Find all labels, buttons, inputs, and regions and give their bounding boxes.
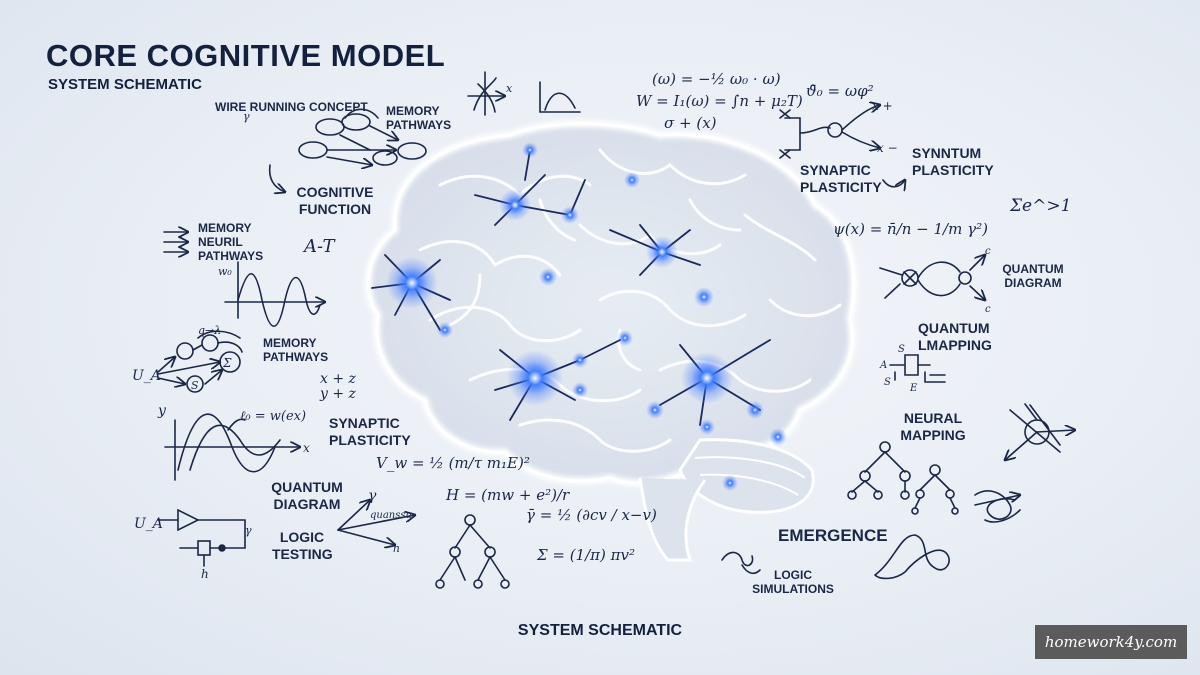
s-node-text: S <box>191 379 199 392</box>
watermark: homework4y.com <box>1035 625 1187 659</box>
formula-8: ℓ₀ = w(ex) <box>240 409 307 424</box>
x-minus-text: x − <box>877 141 898 155</box>
quantum-lmapping-label: QUANTUM LMAPPING <box>918 320 992 353</box>
s-s-text: S <box>898 344 905 355</box>
e-box-text: E <box>909 383 918 394</box>
synaptic-plasticity-left-label: SYNAPTIC PLASTICITY <box>329 415 411 448</box>
formula-4: ϑ̄₀ = ωφ² <box>806 82 874 100</box>
left-sketches <box>157 71 581 589</box>
formula-3: σ + (x) <box>664 114 717 132</box>
w0-text: w₀ <box>218 265 232 278</box>
x-plus-text: x + <box>872 99 893 113</box>
diagram-letters: U_A U_A Σ S q→λ y x w₀ x + x − γ quanssu… <box>132 82 991 581</box>
wire-running-concept-label: WIRE RUNNING CONCEPT <box>215 100 368 114</box>
footer-caption: SYSTEM SCHEMATIC <box>517 622 683 639</box>
brain-illustration <box>364 120 858 562</box>
cognitive-function-label: COGNITIVE FUNCTION <box>296 184 374 217</box>
emergence-label: EMERGENCE <box>778 526 888 545</box>
gamma-text: γ <box>368 488 377 504</box>
logic-testing-label: LOGIC TESTING <box>272 529 333 562</box>
memory-pathways-mid-label: MEMORY PATHWAYS <box>263 336 329 364</box>
gamma-small: γ <box>243 110 250 123</box>
memory-pathways-top-label: MEMORY PATHWAYS <box>386 104 452 132</box>
a-s-text: A <box>879 360 887 371</box>
ua-bottom-text: U_A <box>134 516 163 532</box>
page-subtitle: SYSTEM SCHEMATIC <box>48 76 202 93</box>
brain-stem <box>638 477 707 562</box>
synaptic-plasticity-right-label: SYNAPTIC PLASTICITY <box>800 162 882 195</box>
quantum-diagram-right-label: QUANTUM DIAGRAM <box>1002 262 1064 290</box>
h-box-text: h <box>201 567 209 581</box>
c-bot-text: c <box>985 304 991 315</box>
neural-mapping-label: NEURAL MAPPING <box>900 410 966 443</box>
formula-5: Σe^>1 <box>1010 196 1072 216</box>
right-sketches <box>721 105 1075 580</box>
gamma-circuit: γ <box>245 524 252 537</box>
formula-7: x + z y + z <box>320 371 356 402</box>
a-t-label: A-T <box>304 236 335 257</box>
formula-12: Σ = (1/π) πv² <box>537 546 635 564</box>
cerebellum <box>678 438 815 514</box>
formula-2: W = I₁(ω) = ∫n + μ₂T) <box>636 92 803 110</box>
logic-simulations-label: LOGIC SIMULATIONS <box>752 568 834 596</box>
y-axis-text: y <box>157 403 167 419</box>
h-small-text: h <box>393 542 400 555</box>
formula-1: (ω) = −½ ω₀ · ω) <box>652 70 781 88</box>
page-title: CORE COGNITIVE MODEL <box>46 38 446 73</box>
memory-neuril-pathways-label: MEMORY NEURIL PATHWAYS <box>198 221 264 263</box>
neuron-glows <box>386 142 787 491</box>
formula-10: H = (mw + e²)/r <box>446 486 570 504</box>
quanssu-text: quanssu <box>370 510 412 521</box>
quantum-diagram-left-label: QUANTUM DIAGRAM <box>271 479 343 512</box>
q-lambda-text: q→λ <box>198 324 221 337</box>
c-top-text: c <box>985 246 991 257</box>
sigma-text: Σ <box>222 356 232 370</box>
formula-6: ψ(x) = n̄/n − 1/m γ²) <box>833 220 988 238</box>
formula-11: γ̄ = ½ (∂cv / x−v) <box>526 506 657 524</box>
ua-top-text: U_A <box>132 368 161 384</box>
s2-text: S <box>884 377 891 388</box>
plot-x-small: x <box>506 82 513 95</box>
formula-9: V_w = ½ (m/τ m₁E)² <box>376 454 530 472</box>
x-axis-text: x <box>303 441 310 455</box>
synntum-plasticity-label: SYNNTUM PLASTICITY <box>912 145 994 178</box>
